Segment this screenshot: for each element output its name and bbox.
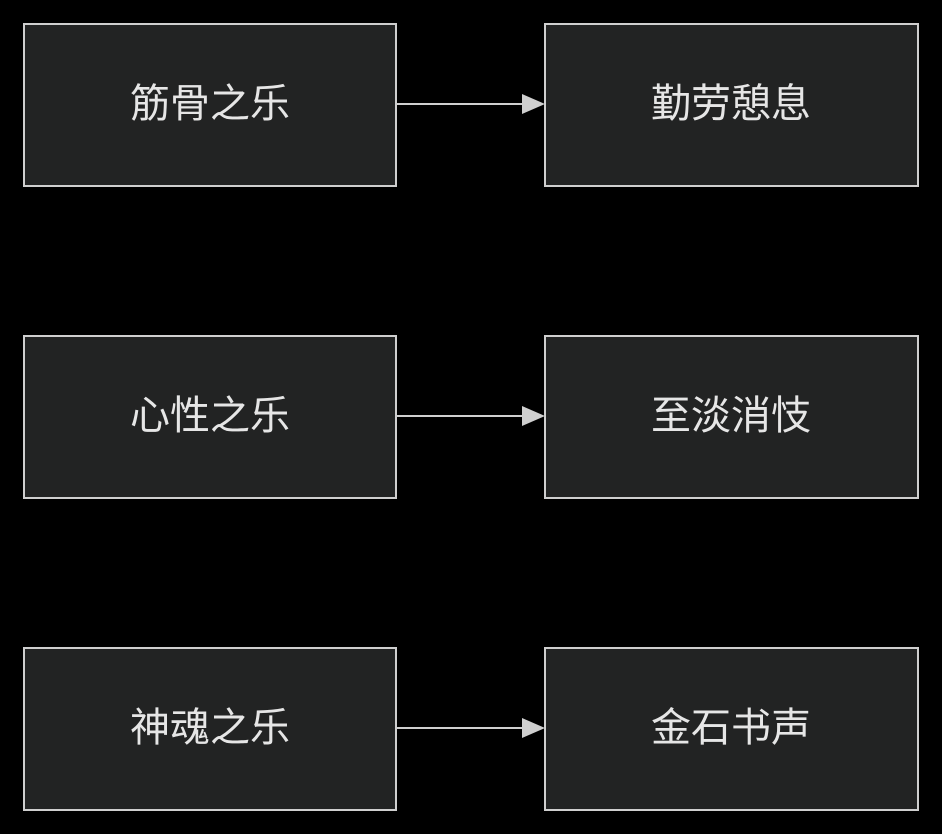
node-source-1: 心性之乐 <box>23 335 397 499</box>
node-source-2-label: 神魂之乐 <box>130 705 290 751</box>
node-source-0: 筋骨之乐 <box>23 23 397 187</box>
edge-2-arrowhead <box>522 718 545 738</box>
node-target-0: 勤劳憩息 <box>544 23 919 187</box>
edge-1 <box>397 406 545 426</box>
node-target-2-label: 金石书声 <box>651 705 811 751</box>
node-source-1-label: 心性之乐 <box>130 393 290 439</box>
edge-2 <box>397 718 545 738</box>
node-target-1: 至淡消忮 <box>544 335 919 499</box>
node-target-0-label: 勤劳憩息 <box>651 81 811 127</box>
node-source-0-label: 筋骨之乐 <box>130 81 290 127</box>
node-target-1-label: 至淡消忮 <box>651 393 811 439</box>
edge-0-arrowhead <box>522 94 545 114</box>
node-target-2: 金石书声 <box>544 647 919 811</box>
edge-1-arrowhead <box>522 406 545 426</box>
node-source-2: 神魂之乐 <box>23 647 397 811</box>
edge-0 <box>397 94 545 114</box>
